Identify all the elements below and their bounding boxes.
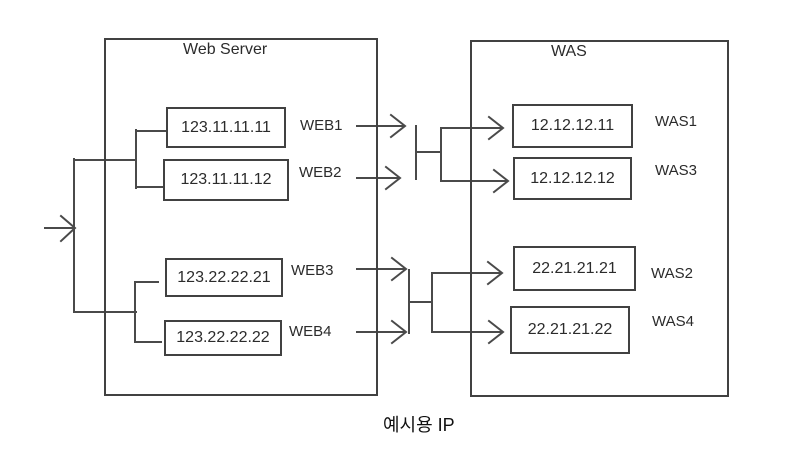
was2-ip-box: 22.21.21.21 [513,246,636,291]
web4-ip-box: 123.22.22.22 [164,320,282,356]
web2-label: WEB2 [299,164,342,181]
web-server-group-box [104,38,378,396]
was3-label: WAS3 [655,162,697,179]
web4-label: WEB4 [289,323,332,340]
was1-label: WAS1 [655,113,697,130]
was-group-box [470,40,729,397]
diagram-caption: 예시용 IP [383,415,455,435]
web2-ip-box: 123.11.11.12 [163,159,289,201]
web1-ip-box: 123.11.11.11 [166,107,286,148]
was4-ip-box: 22.21.21.22 [510,306,630,354]
was2-label: WAS2 [651,265,693,282]
web3-ip-box: 123.22.22.21 [165,258,283,297]
web-server-group-title: Web Server [183,41,268,58]
web1-label: WEB1 [300,117,343,134]
web34-to-was24-lines [356,256,505,345]
web3-label: WEB3 [291,262,334,279]
was-group-title: WAS [551,43,587,60]
was3-ip-box: 12.12.12.12 [513,157,632,200]
was4-label: WAS4 [652,313,694,330]
was1-ip-box: 12.12.12.11 [512,104,633,148]
